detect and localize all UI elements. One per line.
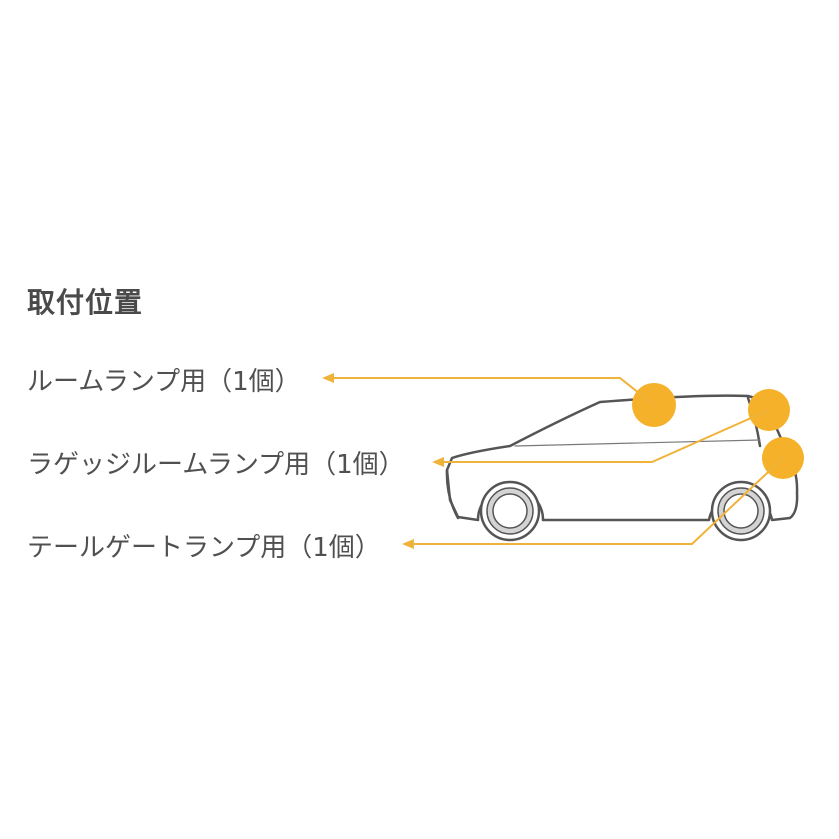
callout-label-luggage-room-lamp: ラゲッジルームランプ用（1個） bbox=[27, 450, 405, 480]
arrow-left-icon bbox=[402, 539, 414, 549]
leader-line-room-lamp bbox=[333, 377, 655, 406]
arrow-left-icon bbox=[432, 457, 444, 467]
leader-line-tailgate-lamp bbox=[413, 457, 784, 545]
front-wheel bbox=[479, 480, 541, 542]
callout-label-tailgate-lamp: テールゲートランプ用（1個） bbox=[27, 533, 381, 563]
page-title: 取付位置 bbox=[27, 286, 144, 319]
arrow-left-icon bbox=[322, 373, 334, 383]
rear-wheel bbox=[710, 480, 772, 542]
leader-line-luggage-room-lamp bbox=[443, 409, 770, 463]
callout-label-room-lamp: ルームランプ用（1個） bbox=[27, 367, 301, 397]
